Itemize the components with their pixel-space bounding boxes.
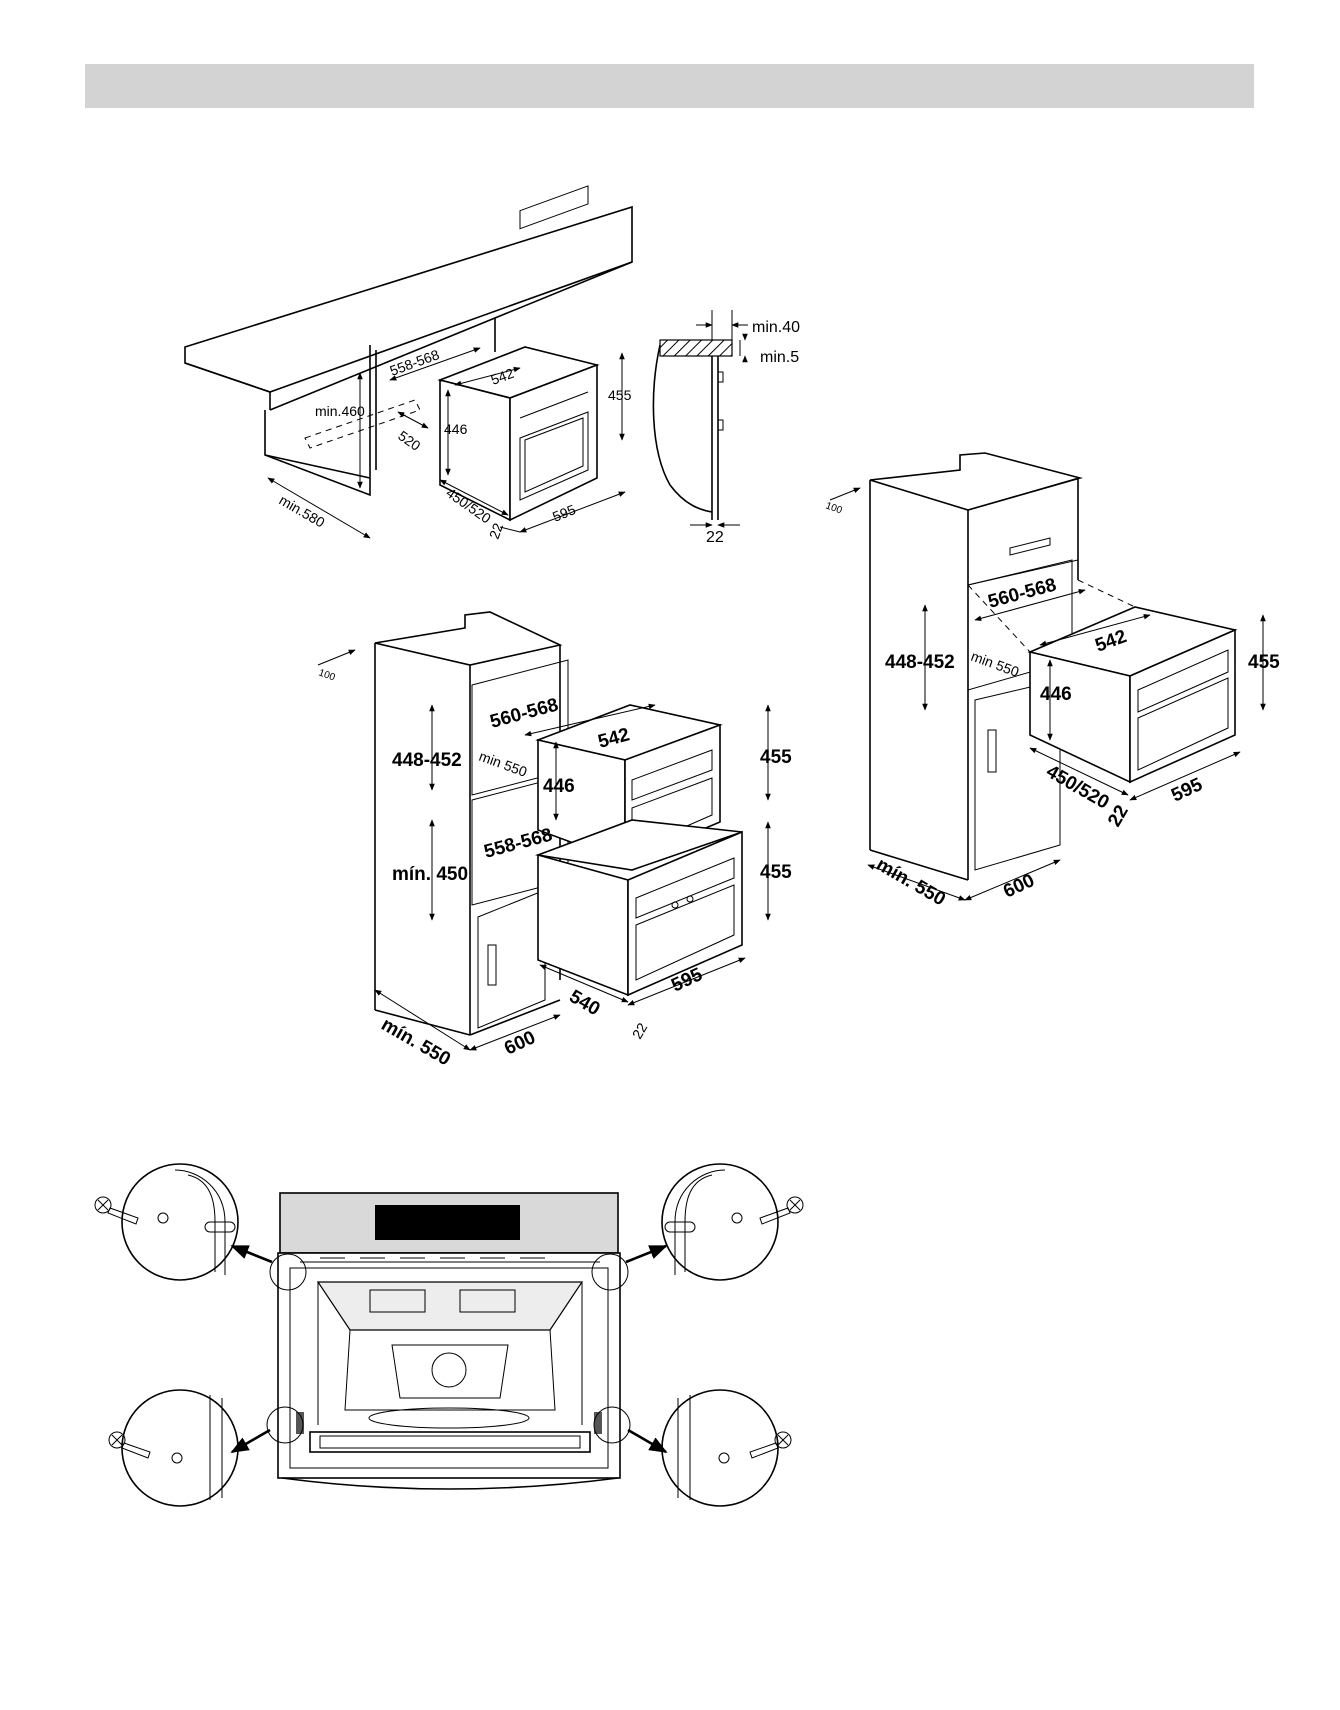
figure-column-single-oven: 100 560-568 542 448-452 min 550 446 455 … [824,453,1280,910]
dim-446-b: 446 [1040,684,1072,705]
dim-min40: min.40 [752,319,800,336]
dim-min5: min.5 [760,349,799,366]
dim-min550-depth-a: mín. 550 [378,1014,454,1070]
dim-540: 540 [566,986,604,1020]
figure-side-section: min.40 min.5 22 [653,310,800,546]
dim-455-upper: 455 [760,747,792,768]
dim-600-a: 600 [501,1027,539,1059]
dim-min550-b: min 550 [969,648,1021,680]
dim-22: 22 [486,521,506,541]
dim-455-lower: 455 [760,862,792,883]
dim-22-a: 22 [629,1020,651,1042]
dim-455: 455 [608,387,632,403]
dim-448-452-b: 448-452 [885,652,955,673]
arrow-icon-bottom-right [628,1430,666,1452]
arrow-icon-top-right [626,1246,666,1262]
dim-595: 595 [550,501,578,525]
lower-oven-side [538,855,628,995]
column-top-b [870,453,1080,510]
dim-22-side: 22 [706,529,724,546]
arrow-icon-top-left [232,1246,272,1262]
dim-455-b: 455 [1248,652,1280,673]
dim-446: 446 [444,421,468,437]
figure-column-two-ovens: 100 560-568 542 448-452 min 550 446 455 … [317,612,792,1070]
column-top [375,612,560,665]
display [375,1205,520,1240]
dim-min460: min.460 [315,403,365,419]
dim-100-b: 100 [824,500,844,516]
dim-min550-a: min 550 [477,748,529,780]
dim-520: 520 [395,427,423,454]
dim-446-a: 446 [543,776,575,797]
figure-undercounter: 558-568 542 455 min.460 446 520 450/520 … [185,186,632,541]
dim-22-b: 22 [1104,802,1133,831]
dim-560-568-a: 560-568 [488,694,561,732]
cavity-top [318,1282,582,1330]
dim-100-a: 100 [317,667,337,683]
dim-min450: mín. 450 [392,864,468,885]
dim-600-b: 600 [1000,870,1038,902]
dim-448-452-a: 448-452 [392,750,462,771]
door-handle [310,1432,590,1452]
dim-595-b: 595 [1168,774,1206,807]
countertop-section [660,340,732,356]
figure-front-screws [95,1164,803,1506]
